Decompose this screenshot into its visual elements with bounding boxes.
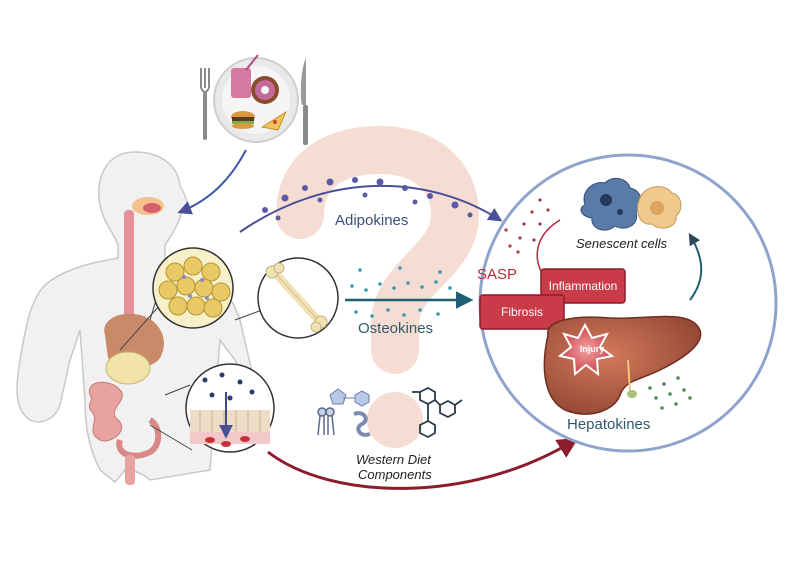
adipokines-label: Adipokines: [335, 212, 409, 229]
question-mark-icon: [276, 125, 480, 448]
western-diet-molecules-icon: [317, 386, 463, 439]
food-to-mouth-arrow: [177, 149, 247, 215]
liver-to-senescence-arrow: [688, 232, 703, 301]
senescent-cells-icon: [580, 177, 682, 231]
injury-label: Injury: [579, 344, 605, 354]
gut-lumen-magnifier: [149, 363, 275, 453]
inflammation-label: Inflammation: [548, 279, 618, 293]
injury-burst-icon: [557, 322, 615, 377]
osteokines-arrow: [345, 266, 474, 318]
gut-to-liver-arrow: [267, 437, 579, 490]
osteokines-label: Osteokines: [358, 320, 434, 337]
senescent-cells-label: Senescent cells: [576, 236, 668, 251]
hepatokines-label: Hepatokines: [567, 416, 651, 433]
liver-icon: [543, 315, 702, 415]
fibrosis-box: [479, 294, 565, 330]
plate-of-junk-food-icon: [200, 54, 308, 145]
sasp-label: SASP: [477, 266, 518, 283]
western-diet-label-line1: Western Diet: [356, 452, 431, 467]
western-diet-label-line2: Components: [358, 467, 432, 482]
hepatokines-dots: [648, 376, 692, 410]
fibrosis-label: Fibrosis: [500, 305, 543, 319]
adipokines-arrow: [239, 177, 503, 233]
bone-icon: [265, 262, 328, 333]
bone-magnifier: [234, 257, 339, 339]
adipose-tissue-magnifier: [119, 247, 234, 351]
